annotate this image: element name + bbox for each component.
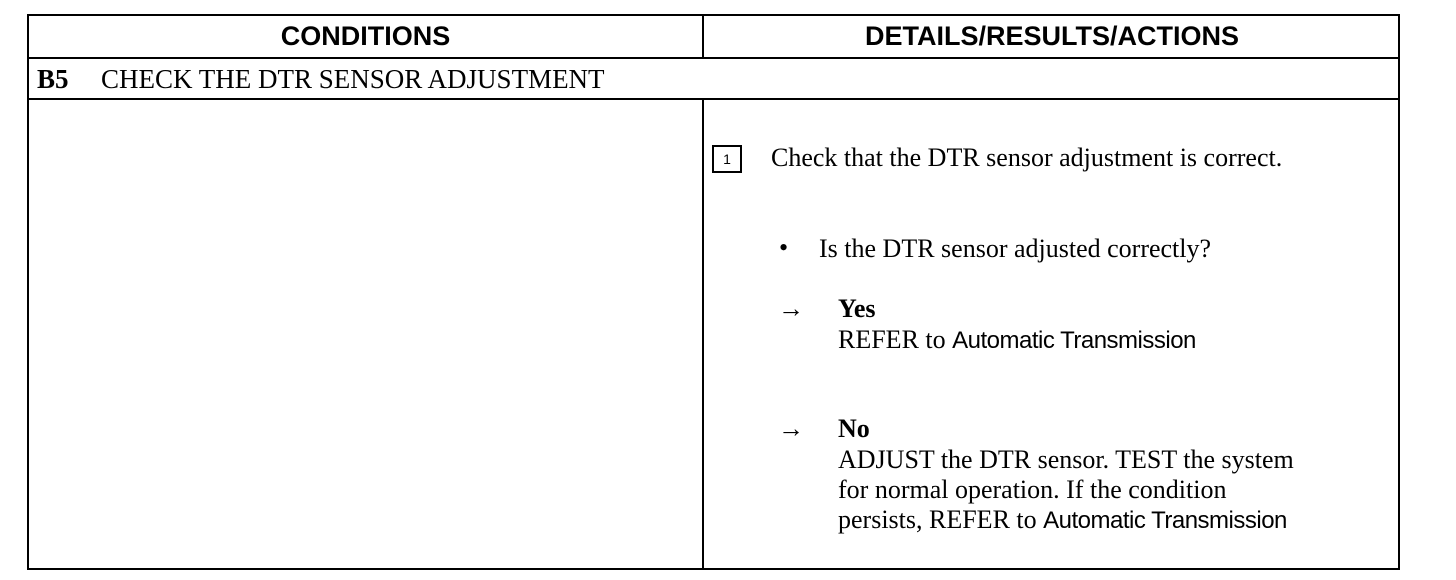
step-title-row: B5 CHECK THE DTR SENSOR ADJUSTMENT [29, 59, 1398, 99]
column-divider [702, 100, 704, 570]
diagnostic-table: CONDITIONS DETAILS/RESULTS/ACTIONS B5 CH… [27, 14, 1400, 570]
bullet-icon: • [779, 233, 789, 262]
step-title: CHECK THE DTR SENSOR ADJUSTMENT [101, 63, 605, 94]
arrow-right-icon: → [778, 414, 804, 443]
no-action-line2: for normal operation. If the condition [838, 475, 1227, 504]
yes-action-ref: Automatic Transmission [952, 327, 1196, 354]
instruction-text: Check that the DTR sensor adjustment is … [771, 143, 1283, 172]
yes-action-prefix: REFER to [838, 325, 946, 354]
details-header: DETAILS/RESULTS/ACTIONS [864, 21, 1239, 51]
no-action-prefix: persists, REFER to [838, 505, 1037, 534]
question-text: Is the DTR sensor adjusted correctly? [819, 234, 1212, 263]
no-action-ref: Automatic Transmission [1043, 507, 1287, 534]
yes-action: REFER to Automatic Transmission [838, 325, 1196, 356]
no-action-line1: ADJUST the DTR sensor. TEST the system [838, 445, 1294, 474]
step-number-box: 1 [712, 145, 742, 173]
yes-label: Yes [838, 294, 876, 323]
no-label: No [838, 414, 870, 443]
step-divider [29, 98, 1398, 100]
step-id: B5 [37, 63, 69, 94]
conditions-header: CONDITIONS [29, 16, 704, 57]
header-divider [29, 57, 1398, 59]
no-action-line3: persists, REFER to Automatic Transmissio… [838, 505, 1287, 536]
arrow-right-icon: → [778, 294, 804, 323]
